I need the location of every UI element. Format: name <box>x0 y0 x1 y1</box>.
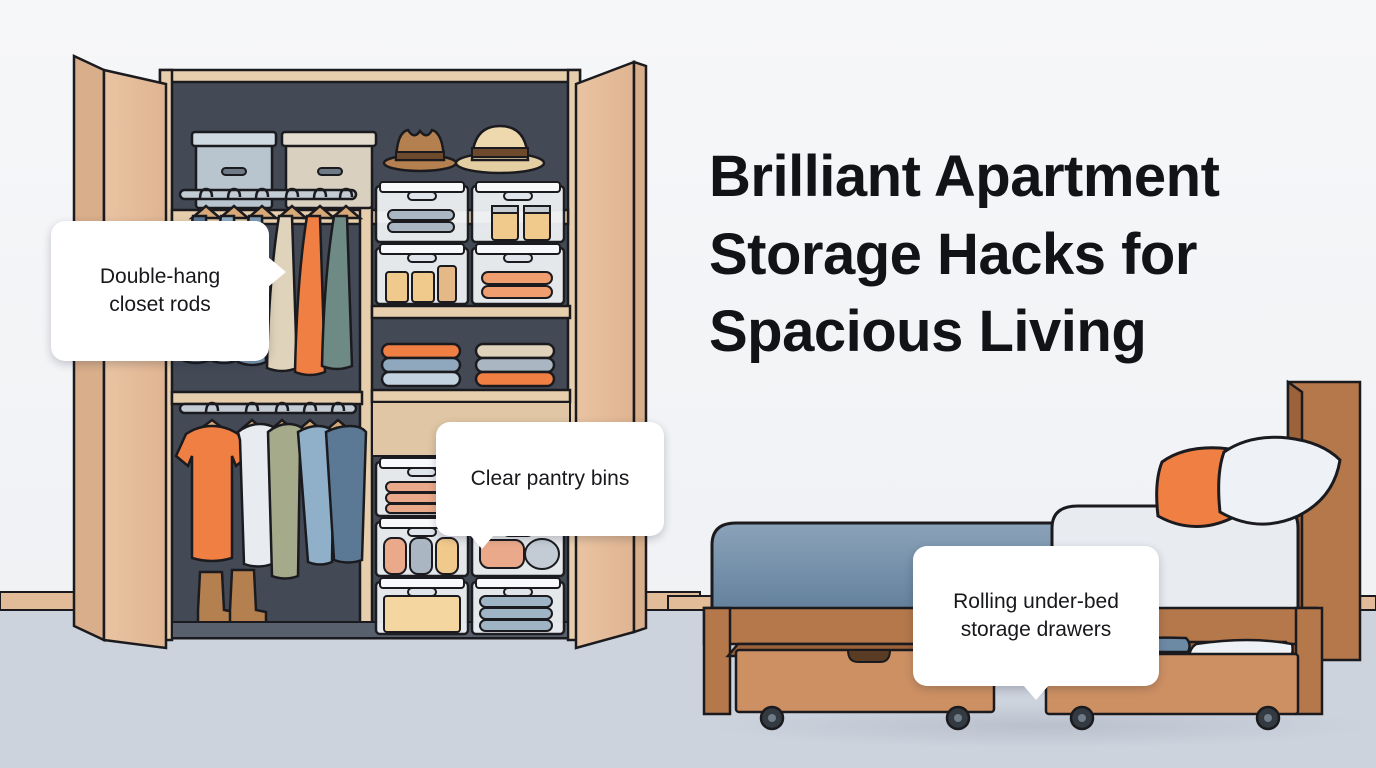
callout-double-hang-closet-rods: Double-hang closet rods <box>51 221 286 362</box>
callout-tail-icon <box>470 534 494 549</box>
callout-label: Clear pantry bins <box>470 466 630 490</box>
page-title: Brilliant Apartment Storage Hacks for Sp… <box>709 144 1220 365</box>
callout-label: Rolling under-bed storage drawers <box>953 589 1119 642</box>
callout-tail-icon <box>1023 685 1049 701</box>
clear-bins-upper <box>374 181 566 306</box>
closet-folded-stacks <box>380 342 556 388</box>
closet-lower-rod <box>174 401 368 580</box>
callout-label: Double-hang closet rods <box>99 264 221 317</box>
callout-tail-icon <box>268 257 286 287</box>
underbed-drawer-right <box>1041 636 1300 731</box>
callout-rolling-under-bed-storage-drawers: Rolling under-bed storage drawers <box>913 546 1159 701</box>
callout-clear-pantry-bins: Clear pantry bins <box>436 422 664 549</box>
closet-bin-column <box>370 181 572 636</box>
closet-door-right <box>574 60 648 650</box>
closet-boots <box>196 568 268 628</box>
closet-hats <box>382 124 546 175</box>
closet <box>72 54 648 650</box>
